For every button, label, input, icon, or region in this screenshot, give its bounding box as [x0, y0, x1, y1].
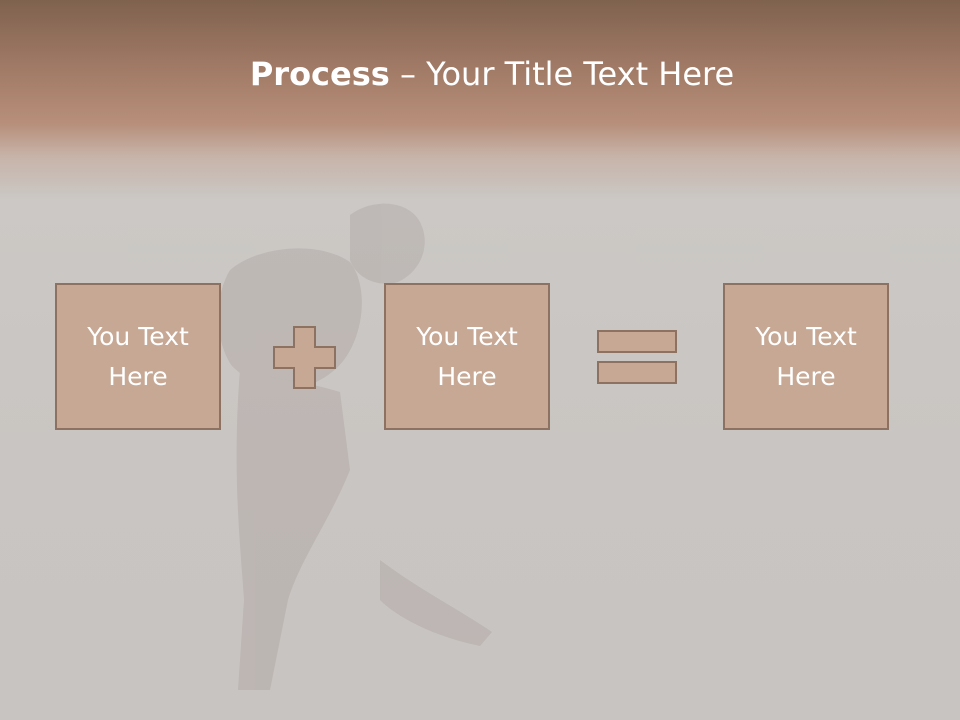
slide-title[interactable]: Process – Your Title Text Here — [0, 52, 960, 96]
equals-icon — [597, 330, 677, 384]
text-box-1[interactable]: You Text Here — [55, 283, 221, 430]
text-box-3[interactable]: You Text Here — [723, 283, 889, 430]
plus-icon — [273, 326, 336, 389]
header-gradient — [0, 0, 960, 200]
title-rest-text: – Your Title Text Here — [389, 55, 735, 93]
text-box-1-label: You Text Here — [87, 321, 189, 391]
title-bold-text: Process — [249, 55, 390, 93]
text-box-2-label: You Text Here — [416, 321, 518, 391]
text-box-2[interactable]: You Text Here — [384, 283, 550, 430]
text-box-3-label: You Text Here — [755, 321, 857, 391]
